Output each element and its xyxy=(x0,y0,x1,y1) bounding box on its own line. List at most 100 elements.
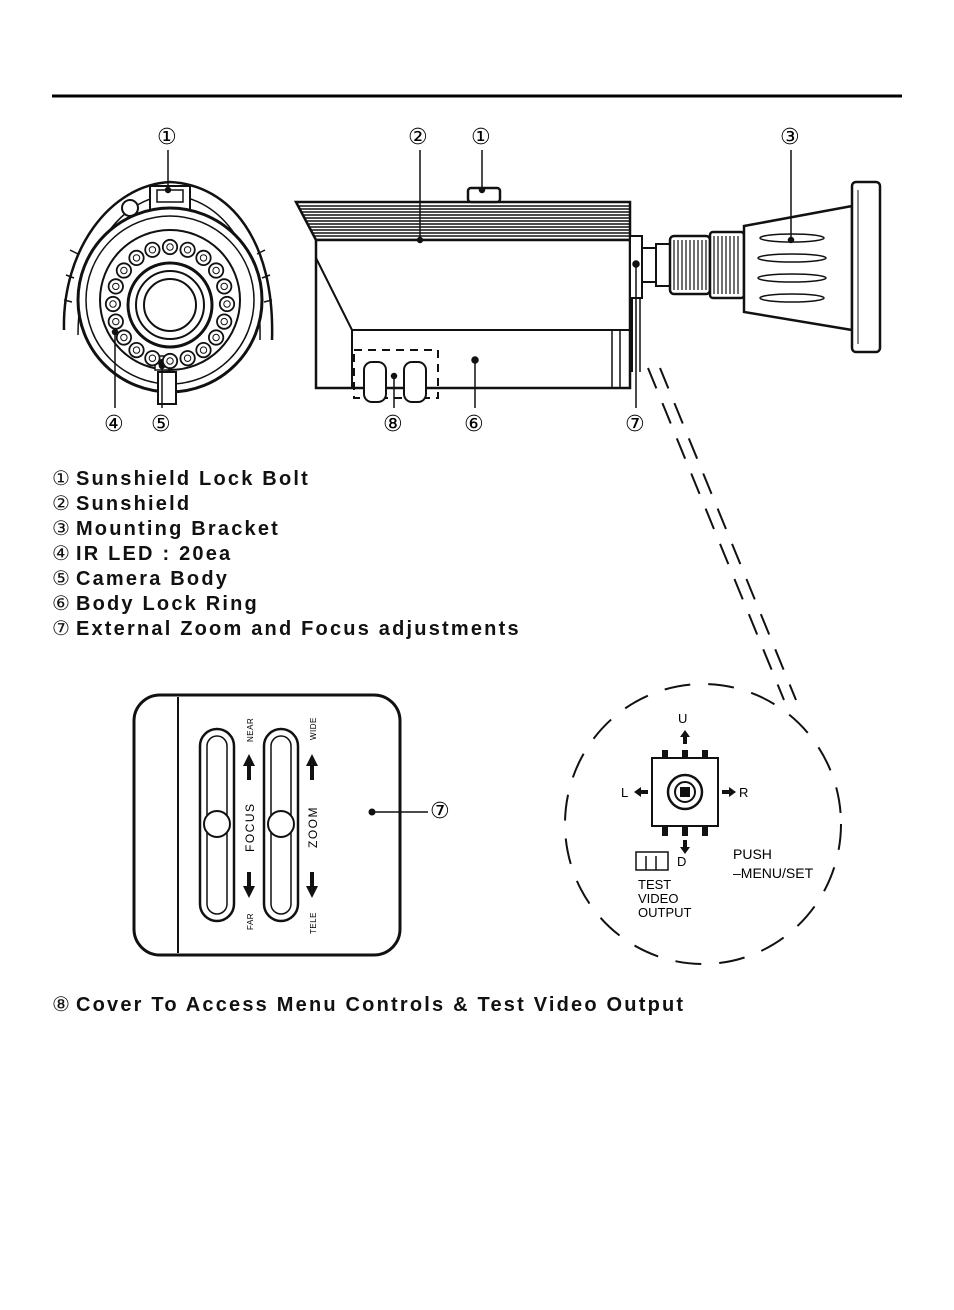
ir-led xyxy=(128,341,145,359)
legend-text: Camera Body xyxy=(75,568,230,590)
joystick-right-label: R xyxy=(739,785,748,800)
knurled-nut xyxy=(673,236,739,294)
ir-led-core xyxy=(199,346,208,354)
zoom-label: ZOOM xyxy=(306,806,320,848)
legend-text: IR LED : 20ea xyxy=(75,543,233,565)
near-label: NEAR xyxy=(246,718,255,742)
joystick-detail xyxy=(564,683,842,965)
callout-8: ⑧ xyxy=(383,412,403,437)
ir-led-core xyxy=(223,300,231,308)
ir-led-core xyxy=(148,354,157,362)
test-label-3: OUTPUT xyxy=(638,905,692,920)
callout-2: ② xyxy=(408,125,428,150)
ir-led xyxy=(104,295,122,313)
wide-label: WIDE xyxy=(309,717,318,740)
ir-led xyxy=(208,329,225,346)
detail-pointer xyxy=(647,367,797,701)
focus-label: FOCUS xyxy=(243,803,257,853)
ir-led xyxy=(216,278,233,295)
ir-led-core xyxy=(109,300,117,308)
push-label-1: PUSH xyxy=(733,846,772,862)
callout-3: ③ xyxy=(780,125,800,150)
ir-led xyxy=(195,249,212,266)
ir-led xyxy=(195,341,212,359)
leader-lines xyxy=(111,150,795,408)
ir-led-core xyxy=(199,254,208,262)
ir-led-core xyxy=(112,317,120,326)
legend-num: ① xyxy=(52,466,70,490)
ir-led-core xyxy=(120,333,128,342)
joystick-down-label: D xyxy=(677,854,686,869)
ir-led-core xyxy=(220,282,228,291)
ir-led-core xyxy=(112,282,120,291)
legend-num: ③ xyxy=(52,516,70,540)
legend-num: ⑤ xyxy=(52,566,70,590)
ir-led xyxy=(208,262,225,279)
ir-led-core xyxy=(120,266,128,275)
test-label-1: TEST xyxy=(638,877,671,892)
front-view xyxy=(62,180,274,405)
ir-led xyxy=(144,241,161,258)
callout-7-panel: ⑦ xyxy=(430,799,450,824)
ir-led xyxy=(128,249,145,266)
callout-5: ⑤ xyxy=(151,412,171,437)
test-label-2: VIDEO xyxy=(638,891,678,906)
ir-led-core xyxy=(212,266,220,275)
callout-7-side: ⑦ xyxy=(625,412,645,437)
callout-4: ④ xyxy=(104,412,124,437)
far-label: FAR xyxy=(246,913,255,930)
ir-led-core xyxy=(148,246,157,254)
ir-led xyxy=(218,295,236,313)
legend-text: External Zoom and Focus adjustments xyxy=(75,618,521,640)
ir-led-core xyxy=(212,333,220,342)
ir-led-core xyxy=(183,354,192,362)
legend-text: Sunshield Lock Bolt xyxy=(75,468,310,490)
ir-led-core xyxy=(132,254,141,262)
ir-led xyxy=(216,313,233,330)
ir-led xyxy=(179,241,196,258)
ir-led-core xyxy=(220,317,228,326)
push-label-2: –MENU/SET xyxy=(733,865,814,881)
ir-led xyxy=(161,238,179,256)
legend-text: Mounting Bracket xyxy=(75,518,281,540)
adjustment-panel xyxy=(132,693,428,957)
ir-led xyxy=(115,329,133,346)
legend-num: ② xyxy=(52,491,70,515)
joystick-up-label: U xyxy=(678,711,687,726)
callout-1-side: ① xyxy=(471,125,491,150)
ir-led xyxy=(107,313,124,330)
ir-led-core xyxy=(166,243,174,251)
callout-1-front: ① xyxy=(157,125,177,150)
legend-num: ⑧ xyxy=(52,992,70,1016)
ir-led-ring xyxy=(104,238,236,370)
legend-num: ④ xyxy=(52,541,70,565)
ir-led xyxy=(179,350,196,367)
ir-led xyxy=(115,262,133,279)
sunshield-fins xyxy=(298,205,630,237)
callout-6: ⑥ xyxy=(464,412,484,437)
ir-led xyxy=(107,278,124,295)
legend-text: Body Lock Ring xyxy=(75,593,259,615)
ir-led xyxy=(161,352,179,370)
ir-led xyxy=(144,350,161,367)
legend-num: ⑥ xyxy=(52,591,70,615)
ir-led-core xyxy=(166,357,174,365)
legend-text: Cover To Access Menu Controls & Test Vid… xyxy=(75,994,686,1016)
legend-text: Sunshield xyxy=(75,493,192,515)
ir-led-core xyxy=(183,246,192,254)
ir-led-core xyxy=(132,346,141,354)
legend-num: ⑦ xyxy=(52,616,70,640)
joystick-left-label: L xyxy=(621,785,628,800)
tele-label: TELE xyxy=(309,912,318,934)
